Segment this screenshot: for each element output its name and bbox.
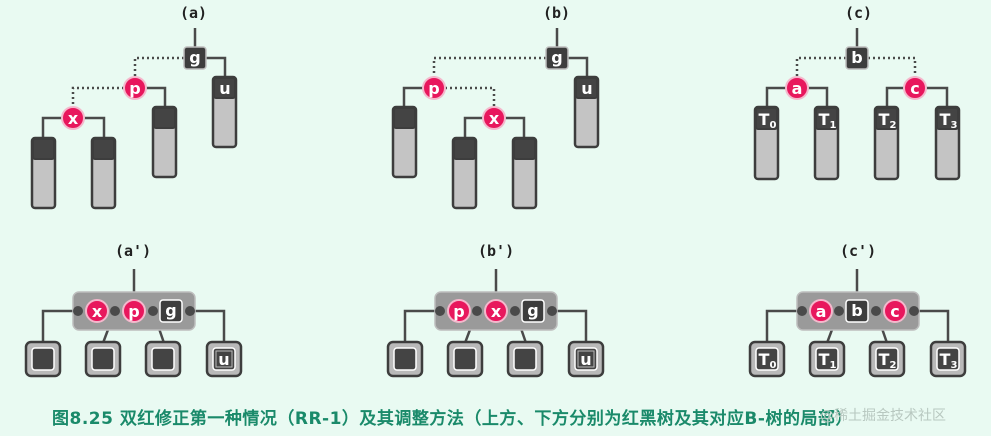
svg-text:g: g	[189, 48, 200, 67]
svg-text:p: p	[453, 302, 464, 321]
key-x: x	[484, 299, 508, 323]
svg-text:T: T	[819, 350, 830, 369]
svg-text:1: 1	[830, 360, 837, 371]
svg-text:0: 0	[770, 120, 777, 131]
panel-label: (a')	[115, 242, 151, 260]
svg-text:T: T	[940, 110, 951, 129]
subtree	[151, 105, 178, 179]
svg-text:T: T	[879, 110, 890, 129]
uncle-subtree: u	[211, 75, 238, 149]
key-x: x	[85, 299, 109, 323]
svg-text:p: p	[129, 79, 140, 98]
svg-text:T: T	[819, 110, 830, 129]
key-g: g	[521, 299, 545, 323]
subtree	[90, 136, 117, 210]
panel-label: (b)	[543, 4, 570, 22]
uncle-subtree: u	[573, 75, 600, 149]
panel-a-prime: (a') x p g u	[24, 242, 243, 378]
node-g: g	[183, 46, 207, 70]
svg-text:3: 3	[951, 120, 958, 131]
node-a: a	[785, 76, 809, 100]
panel-b-prime: (b') p x g u	[386, 242, 605, 378]
svg-text:b: b	[851, 301, 862, 320]
svg-text:T: T	[940, 350, 951, 369]
leaf-node-u: u	[567, 340, 605, 378]
leaf-node-u: u	[205, 340, 243, 378]
svg-text:a: a	[816, 302, 827, 321]
svg-text:p: p	[128, 302, 139, 321]
leaf-node	[144, 340, 182, 378]
leaf-node	[386, 340, 424, 378]
leaf-node	[506, 340, 544, 378]
svg-text:c: c	[890, 302, 899, 321]
svg-text:p: p	[428, 79, 439, 98]
node-c: c	[903, 76, 927, 100]
watermark: @稀土掘金技术社区	[820, 408, 946, 424]
svg-text:x: x	[68, 109, 79, 128]
subtree	[451, 136, 478, 210]
node-g: g	[545, 46, 569, 70]
key-a: a	[809, 299, 833, 323]
svg-text:T: T	[879, 350, 890, 369]
key-p: p	[447, 299, 471, 323]
key-b: b	[845, 299, 869, 323]
subtree	[511, 136, 538, 210]
node-p: p	[422, 76, 446, 100]
subtree	[391, 105, 418, 179]
svg-text:3: 3	[951, 360, 958, 371]
key-g: g	[159, 299, 183, 323]
node-b: b	[845, 46, 869, 70]
svg-text:T: T	[759, 350, 770, 369]
leaf-node	[84, 340, 122, 378]
node-x: x	[482, 106, 506, 130]
panel-label: (c')	[840, 242, 876, 260]
svg-text:2: 2	[890, 360, 897, 371]
panel-a: (a) u g p x	[30, 4, 238, 210]
leaf-node	[24, 340, 62, 378]
svg-text:0: 0	[770, 360, 777, 371]
svg-text:c: c	[910, 79, 919, 98]
svg-text:2: 2	[890, 120, 897, 131]
panel-label: (c)	[845, 4, 872, 22]
svg-text:b: b	[851, 48, 862, 67]
node-label-u: u	[219, 79, 230, 98]
svg-text:x: x	[489, 109, 500, 128]
panel-label: (a)	[180, 4, 207, 22]
svg-text:u: u	[580, 350, 591, 369]
svg-text:x: x	[92, 302, 103, 321]
key-p: p	[122, 299, 146, 323]
svg-text:u: u	[218, 350, 229, 369]
node-x: x	[61, 106, 85, 130]
svg-text:g: g	[551, 48, 562, 67]
svg-text:1: 1	[830, 120, 837, 131]
svg-text:T: T	[759, 110, 770, 129]
panel-label: (b')	[478, 242, 514, 260]
svg-text:a: a	[792, 79, 803, 98]
node-p: p	[123, 76, 147, 100]
figure-caption: 图8.25 双红修正第一种情况（RR-1）及其调整方法（上方、下方分别为红黑树及…	[52, 409, 853, 429]
panel-b: (b) u g p x	[391, 4, 600, 210]
svg-text:x: x	[491, 302, 502, 321]
svg-text:g: g	[165, 301, 176, 320]
leaf-node	[446, 340, 484, 378]
key-c: c	[883, 299, 907, 323]
node-label-u: u	[581, 79, 592, 98]
svg-text:g: g	[527, 301, 538, 320]
subtree	[30, 136, 57, 210]
